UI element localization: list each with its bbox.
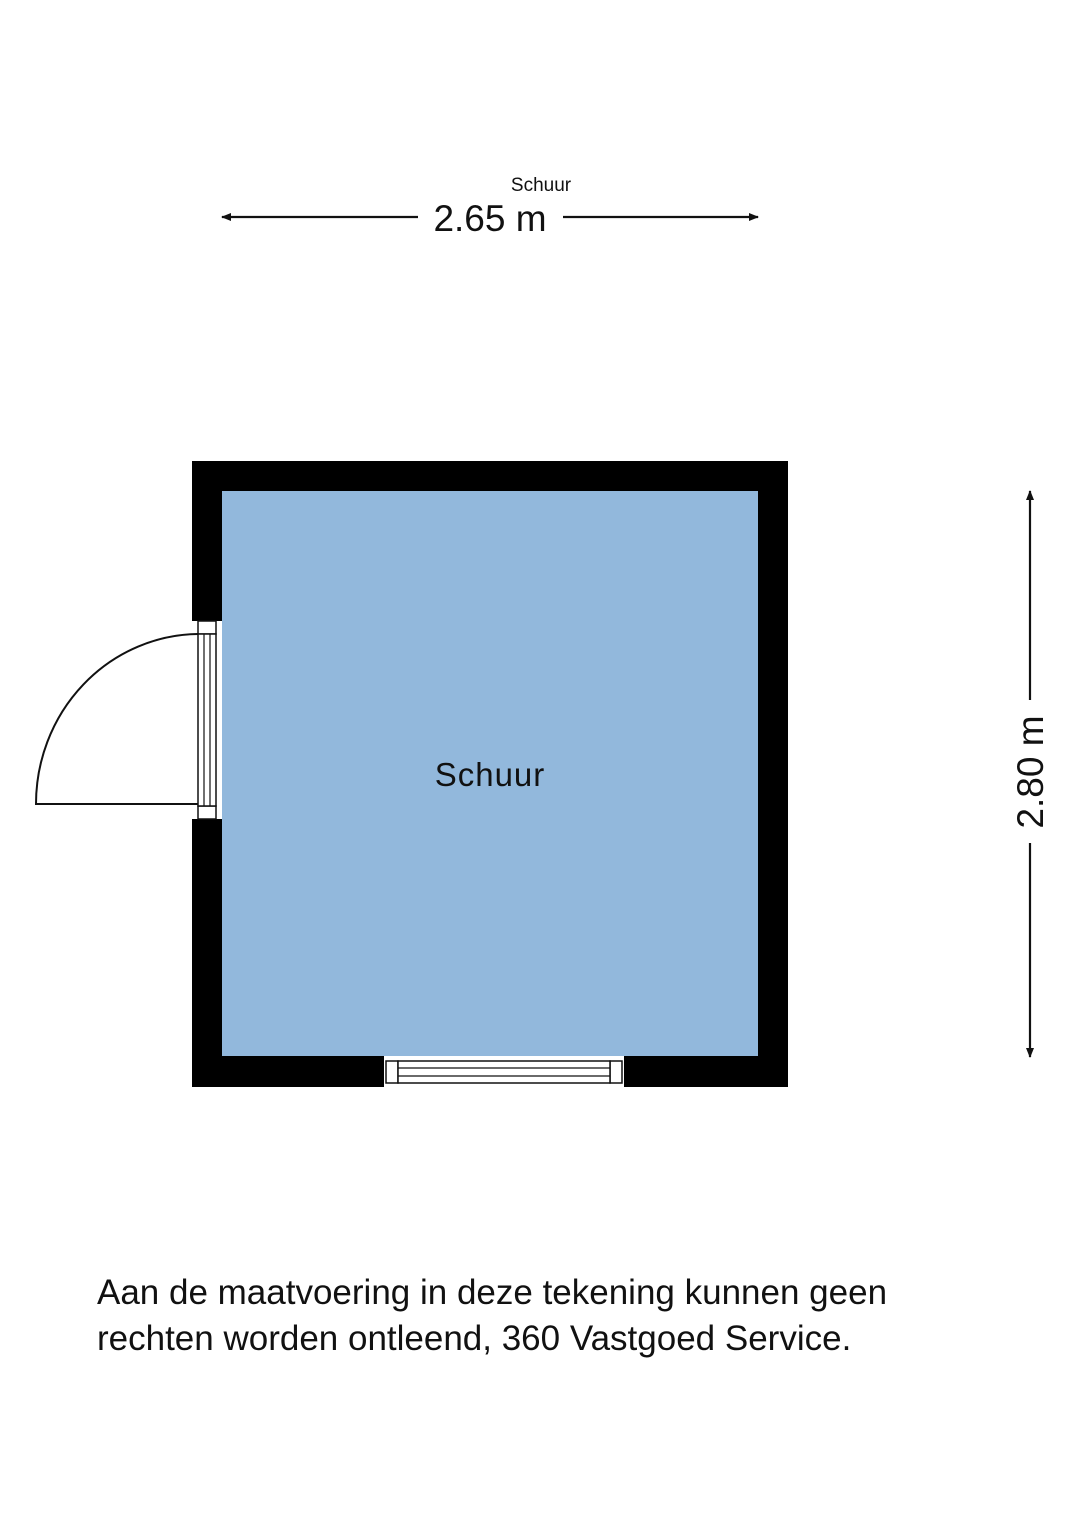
depth-dimension: 2.80 m: [1010, 490, 1051, 1058]
floorplan-title: Schuur: [511, 175, 572, 196]
disclaimer-line-1: Aan de maatvoering in deze tekening kunn…: [97, 1273, 888, 1312]
room-floor: [222, 491, 758, 1056]
door-leaf: [197, 633, 217, 807]
width-dimension-label: 2.65 m: [433, 198, 546, 239]
door: [34, 620, 222, 820]
window-pane: [397, 1060, 611, 1084]
width-dimension: 2.65 m: [221, 198, 759, 239]
door-swing-arc: [34, 633, 199, 805]
door-frame-bottom: [197, 805, 217, 820]
disclaimer-line-2: rechten worden ontleend, 360 Vastgoed Se…: [97, 1319, 852, 1358]
door-frame-top: [197, 620, 217, 635]
room-label: Schuur: [435, 756, 546, 793]
depth-dimension-label: 2.80 m: [1010, 715, 1051, 828]
window: [384, 1056, 624, 1087]
window-frame-right: [609, 1060, 623, 1084]
window-frame-left: [385, 1060, 399, 1084]
disclaimer: Aan de maatvoering in deze tekening kunn…: [97, 1270, 1057, 1362]
